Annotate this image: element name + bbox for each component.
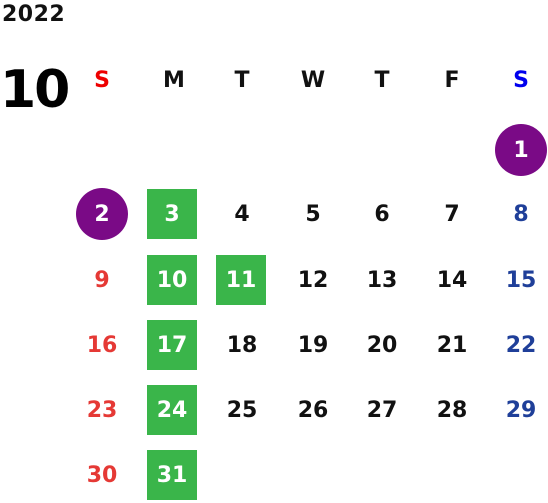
day-cell[interactable]: 18 bbox=[226, 332, 258, 358]
day-cell[interactable]: 29 bbox=[505, 397, 537, 423]
day-cell[interactable]: 1 bbox=[495, 124, 547, 176]
day-cell[interactable]: 27 bbox=[366, 397, 398, 423]
day-cell[interactable]: 25 bbox=[226, 397, 258, 423]
day-cell[interactable]: 26 bbox=[297, 397, 329, 423]
day-cell[interactable]: 30 bbox=[86, 462, 118, 488]
day-cell[interactable]: 28 bbox=[436, 397, 468, 423]
day-cell[interactable]: 24 bbox=[147, 385, 197, 435]
day-cell[interactable]: 13 bbox=[366, 267, 398, 293]
day-cell[interactable]: 7 bbox=[444, 201, 460, 227]
weekday-header-tue: T bbox=[234, 67, 250, 93]
day-cell[interactable]: 17 bbox=[147, 320, 197, 370]
weekday-header-sat: S bbox=[513, 67, 529, 93]
calendar-year: 2022 bbox=[2, 2, 66, 27]
day-cell[interactable]: 2 bbox=[76, 188, 128, 240]
day-cell[interactable]: 23 bbox=[86, 397, 118, 423]
day-cell[interactable]: 15 bbox=[505, 267, 537, 293]
day-cell[interactable]: 21 bbox=[436, 332, 468, 358]
weekday-header-sun: S bbox=[94, 67, 110, 93]
weekday-header-mon: M bbox=[163, 67, 185, 93]
day-cell[interactable]: 4 bbox=[234, 201, 250, 227]
weekday-header-fri: F bbox=[444, 67, 460, 93]
day-cell[interactable]: 16 bbox=[86, 332, 118, 358]
weekday-header-thu: T bbox=[374, 67, 390, 93]
day-cell[interactable]: 3 bbox=[147, 189, 197, 239]
day-cell[interactable]: 9 bbox=[94, 267, 110, 293]
calendar-month: 10 bbox=[0, 60, 70, 120]
day-cell[interactable]: 12 bbox=[297, 267, 329, 293]
day-cell[interactable]: 14 bbox=[436, 267, 468, 293]
weekday-header-wed: W bbox=[300, 67, 326, 93]
day-cell[interactable]: 20 bbox=[366, 332, 398, 358]
day-cell[interactable]: 19 bbox=[297, 332, 329, 358]
day-cell[interactable]: 10 bbox=[147, 255, 197, 305]
day-cell[interactable]: 11 bbox=[216, 255, 266, 305]
day-cell[interactable]: 5 bbox=[305, 201, 321, 227]
day-cell[interactable]: 8 bbox=[513, 201, 529, 227]
day-cell[interactable]: 31 bbox=[147, 450, 197, 500]
day-cell[interactable]: 22 bbox=[505, 332, 537, 358]
day-cell[interactable]: 6 bbox=[374, 201, 390, 227]
